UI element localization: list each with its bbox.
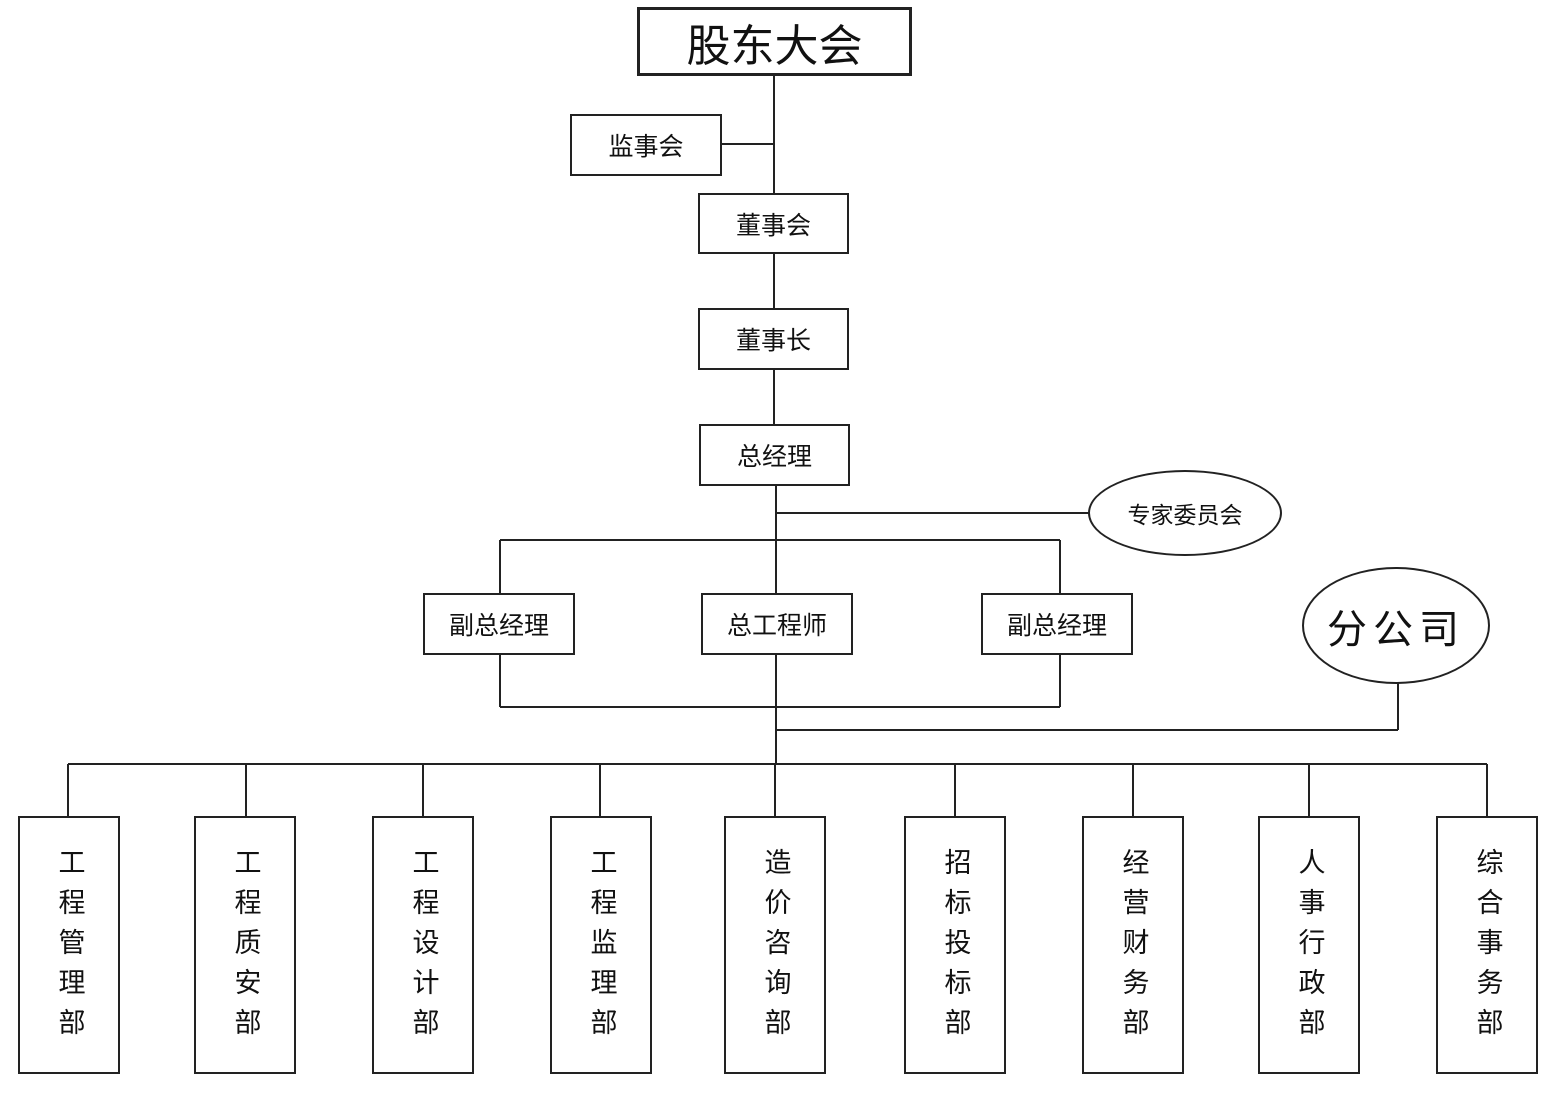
deputy-gm-right-box: 副总经理 — [981, 593, 1133, 655]
shareholders-meeting-box: 股东大会 — [637, 7, 912, 76]
deputy-gm-left-label: 副总经理 — [448, 611, 549, 640]
shareholders-meeting-label: 股东大会 — [686, 20, 863, 72]
department-box-4: 造价咨询部 — [724, 816, 826, 1074]
department-box-2: 工程设计部 — [372, 816, 474, 1074]
chairman-label: 董事长 — [735, 326, 811, 355]
chief-engineer-label: 总工程师 — [726, 611, 827, 640]
department-label: 工程管理部 — [53, 848, 85, 1048]
department-label: 工程质安部 — [229, 848, 261, 1048]
department-box-1: 工程质安部 — [194, 816, 296, 1074]
deputy-gm-right-label: 副总经理 — [1006, 611, 1107, 640]
department-box-0: 工程管理部 — [18, 816, 120, 1074]
department-label: 综合事务部 — [1471, 848, 1503, 1048]
board-of-directors-label: 董事会 — [735, 210, 811, 240]
deputy-gm-left-box: 副总经理 — [423, 593, 575, 655]
department-label: 招标投标部 — [939, 848, 971, 1048]
department-box-5: 招标投标部 — [904, 816, 1006, 1074]
board-of-directors-box: 董事会 — [698, 193, 849, 254]
chairman-box: 董事长 — [698, 308, 849, 370]
expert-committee-label: 专家委员会 — [1127, 503, 1243, 529]
department-box-7: 人事行政部 — [1258, 816, 1360, 1074]
chief-engineer-box: 总工程师 — [701, 593, 853, 655]
general-manager-label: 总经理 — [736, 442, 812, 471]
department-box-6: 经营财务部 — [1082, 816, 1184, 1074]
department-label: 经营财务部 — [1117, 848, 1149, 1048]
department-box-3: 工程监理部 — [550, 816, 652, 1074]
supervisory-board-box: 监事会 — [570, 114, 722, 176]
department-label: 工程监理部 — [585, 848, 617, 1048]
branch-company-label: 分公司 — [1327, 606, 1465, 653]
supervisory-board-label: 监事会 — [608, 132, 684, 161]
department-box-8: 综合事务部 — [1436, 816, 1538, 1074]
department-label: 人事行政部 — [1293, 848, 1325, 1048]
expert-committee-ellipse: 专家委员会 — [1088, 470, 1282, 556]
branch-company-ellipse: 分公司 — [1302, 567, 1490, 684]
department-label: 工程设计部 — [407, 848, 439, 1048]
general-manager-box: 总经理 — [699, 424, 850, 486]
department-label: 造价咨询部 — [759, 848, 791, 1048]
